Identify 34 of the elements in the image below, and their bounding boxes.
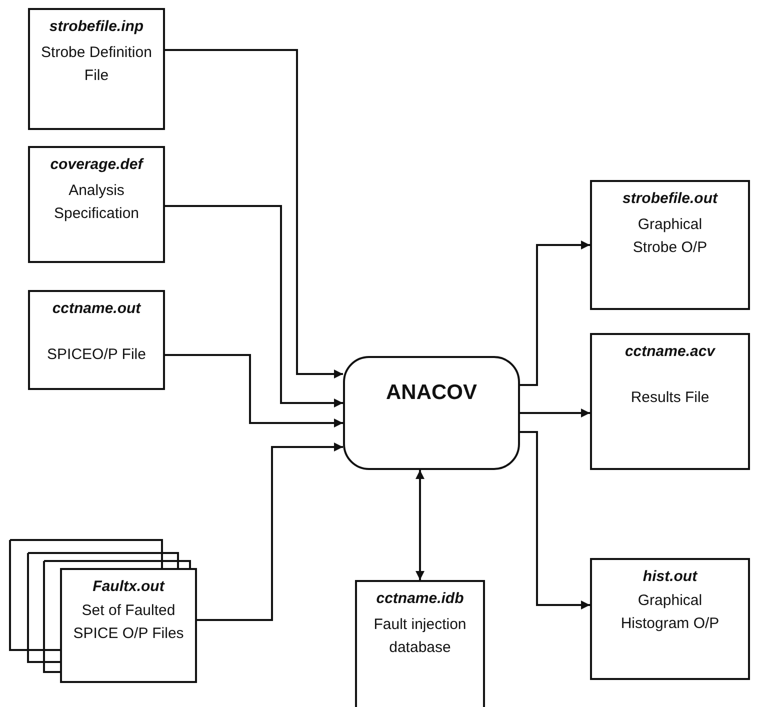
- arrow: [520, 240, 590, 386]
- file-box: [590, 180, 750, 310]
- file-name: Faultx.out: [92, 578, 164, 595]
- arrow: [520, 408, 590, 418]
- file-box: [28, 8, 165, 130]
- file-name: strobefile.inp: [49, 18, 144, 35]
- file-name: ANACOV: [386, 381, 477, 405]
- file-box: [590, 333, 750, 470]
- file-name: cctname.idb: [376, 590, 464, 607]
- file-name: hist.out: [642, 568, 698, 585]
- file-description: Fault injection database: [372, 615, 468, 658]
- file-description: SPICEO/P File: [47, 345, 146, 365]
- file-description: Set of Faulted SPICE O/P Files: [72, 601, 185, 644]
- arrow: [197, 442, 343, 621]
- file-name: cctname.out: [52, 300, 141, 317]
- file-name: strobefile.out: [622, 190, 718, 207]
- arrow: [416, 470, 424, 580]
- file-description: Analysis Specification: [52, 181, 140, 224]
- file-box: [355, 580, 485, 707]
- file-description: Graphical Strobe O/P: [632, 215, 708, 258]
- file-description: Graphical Histogram O/P: [620, 591, 720, 634]
- file-box: [590, 558, 750, 680]
- arrow: [165, 49, 343, 378]
- file-box: [28, 290, 165, 390]
- file-name: cctname.acv: [624, 343, 716, 360]
- file-description: Results File: [630, 388, 710, 408]
- file-name: coverage.def: [50, 156, 143, 173]
- arrow: [165, 205, 343, 408]
- process-box: [343, 356, 520, 470]
- file-box: [60, 568, 197, 683]
- arrow: [520, 431, 590, 610]
- arrow: [165, 354, 343, 428]
- file-description: Strobe Definition File: [40, 43, 153, 86]
- file-box: [28, 146, 165, 263]
